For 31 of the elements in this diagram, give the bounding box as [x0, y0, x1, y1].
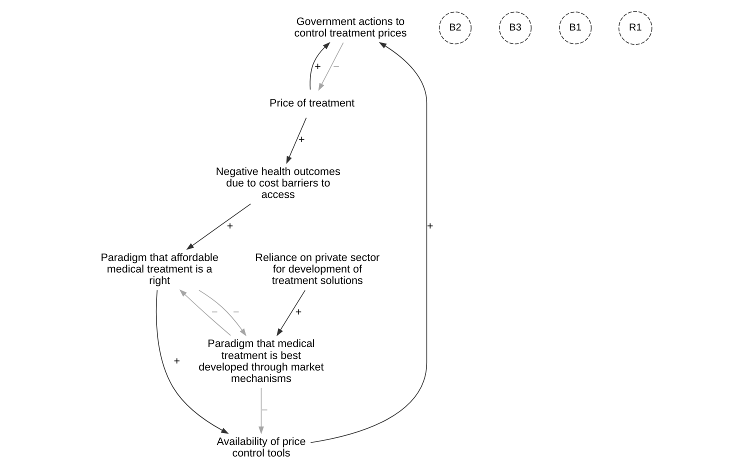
label: B1	[568, 22, 581, 34]
arrow	[276, 290, 305, 336]
node-text: Government actions to control treatment prices	[294, 16, 406, 40]
arrow	[309, 42, 330, 90]
node-text: Paradigm that affordable medical treatment is a right	[100, 252, 218, 288]
edge-label: −	[210, 306, 218, 319]
arrow	[258, 388, 264, 434]
edge-label: +	[173, 356, 180, 368]
node-text: Reliance on private sector for development of treatment solutions	[254, 252, 380, 288]
arrow	[198, 290, 246, 336]
node-text: Price of treatment	[269, 98, 354, 110]
label: B2	[448, 22, 461, 34]
node-text: Paradigm that medical treatment is best developed through market mechanisms	[198, 338, 324, 385]
arrow	[178, 289, 230, 336]
edge-label: −	[332, 61, 339, 74]
arrow	[155, 290, 228, 434]
node-text: Availability of price control tools	[216, 436, 306, 460]
arrow	[186, 204, 251, 250]
arrow	[310, 42, 427, 443]
edge-label: +	[426, 220, 433, 232]
edge-label: +	[226, 220, 233, 232]
edge-label: +	[294, 306, 302, 319]
edge-label: −	[232, 306, 239, 319]
edge-label: +	[314, 61, 320, 74]
edge-label: +	[298, 134, 304, 146]
node-text: Negative health outcomes due to cost barriers to access	[215, 166, 340, 201]
label: R1	[628, 22, 642, 34]
edge-label: −	[261, 404, 268, 416]
label: B3	[508, 22, 521, 34]
arrow	[286, 117, 306, 164]
arrow	[318, 42, 344, 91]
